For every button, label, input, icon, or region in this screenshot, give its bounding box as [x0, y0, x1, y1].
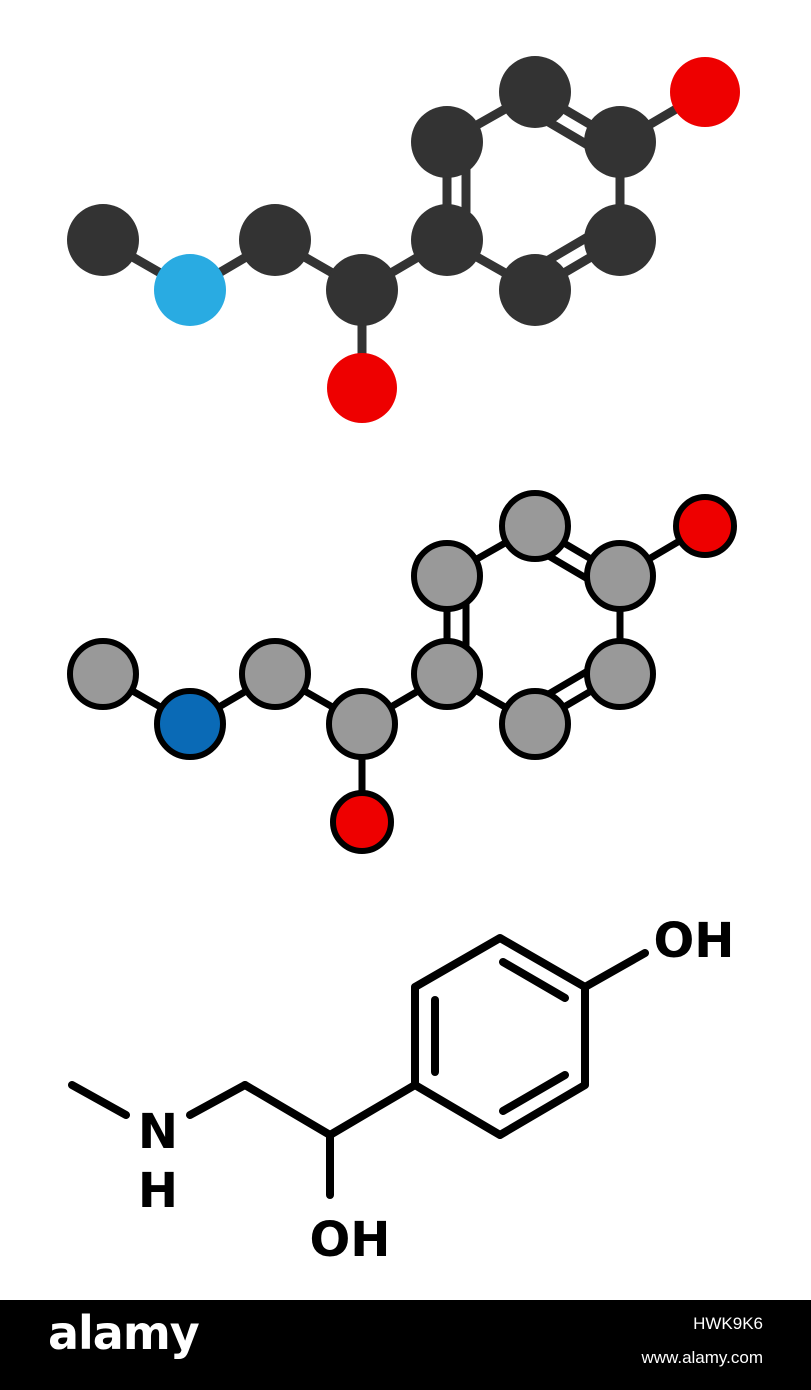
- methyl-carbon-atom: [67, 204, 139, 276]
- double-bond-line: [544, 233, 591, 265]
- bond-n-ch2: [186, 1081, 249, 1119]
- flat-ball-and-stick-model: [67, 56, 740, 423]
- hydroxyl-oxygen-atom: [330, 790, 394, 854]
- molecule-illustration: N H OH OH: [67, 56, 740, 1268]
- image-id: HWK9K6: [693, 1314, 763, 1333]
- ring-carbon-2-atom: [411, 106, 483, 178]
- alamy-logo: alamy: [48, 1306, 200, 1360]
- ring-carbon-5-atom: [584, 638, 656, 710]
- ring-carbon-3-atom: [499, 490, 571, 562]
- ring-carbon-1-atom: [411, 638, 483, 710]
- ring-carbon-2-atom: [411, 540, 483, 612]
- amine-nitrogen-atom: [154, 254, 226, 326]
- hydroxyl-label-bottom: OH: [310, 1212, 391, 1268]
- skeletal-formula: N H OH OH: [68, 913, 735, 1268]
- double-bond-line: [545, 552, 590, 582]
- ring-carbon-4-atom: [584, 540, 656, 612]
- phenol-oxygen-atom: [670, 57, 740, 127]
- phenol-oxygen-atom: [673, 494, 737, 558]
- site-url: www.alamy.com: [641, 1348, 763, 1367]
- bond-choh-ring: [326, 1081, 419, 1139]
- watermark-banner: alamy HWK9K6 www.alamy.com: [0, 1300, 811, 1390]
- methyl-carbon-atom: [67, 638, 139, 710]
- bond-methyl-n: [68, 1081, 130, 1119]
- chiral-carbon-atom: [326, 688, 398, 760]
- hydroxyl-label-top: OH: [654, 913, 735, 969]
- ring-carbon-5-atom: [584, 204, 656, 276]
- chiral-carbon-atom: [326, 254, 398, 326]
- ring-carbon-6-atom: [499, 254, 571, 326]
- ring-carbon-6-atom: [499, 688, 571, 760]
- amine-nitrogen-atom: [154, 688, 226, 760]
- hydroxyl-oxygen-atom: [327, 353, 397, 423]
- ring-inner-double-bond-2: [499, 958, 569, 1002]
- ring-carbon-1-atom: [411, 204, 483, 276]
- ring-carbon-3-atom: [499, 56, 571, 128]
- double-bond-line: [544, 117, 591, 149]
- ring-inner-double-bond-3: [499, 1071, 569, 1115]
- amine-h-label: H: [138, 1163, 178, 1219]
- outlined-ball-and-stick-model: [67, 490, 737, 854]
- ring-carbon-4-atom: [584, 106, 656, 178]
- benzene-ring: [411, 934, 589, 1139]
- bond-ch2-choh: [241, 1081, 334, 1139]
- double-bond-line: [545, 668, 590, 698]
- bond-ring-oh: [581, 949, 649, 991]
- amine-n-label: N: [138, 1104, 178, 1160]
- methylene-carbon-atom: [239, 204, 311, 276]
- methylene-carbon-atom: [239, 638, 311, 710]
